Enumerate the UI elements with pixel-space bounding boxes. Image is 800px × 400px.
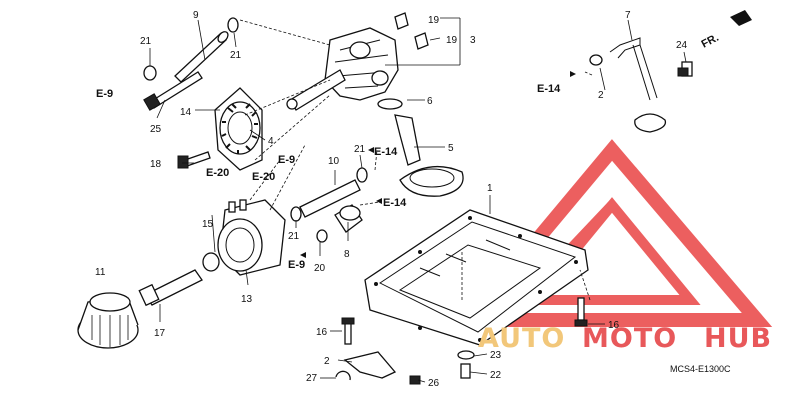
callout-24: 24 <box>676 40 688 51</box>
bolt-18 <box>177 151 211 169</box>
dashed-guides <box>239 19 593 301</box>
callout-1: 1 <box>487 183 493 194</box>
ref-e9: E-9 <box>96 88 113 100</box>
ref-e9: E-9 <box>288 259 305 271</box>
callout-4: 4 <box>268 136 274 147</box>
callout-26: 26 <box>428 378 440 389</box>
ref-e20: E-20 <box>206 167 229 179</box>
callout-2: 2 <box>324 356 330 367</box>
oil-strainer <box>377 98 464 197</box>
reference-codes: E-9 E-9 E-9 E-14 E-14 E-14 E-20 E-20 <box>96 71 576 271</box>
callout-20: 20 <box>314 263 326 274</box>
bolt-25 <box>143 71 203 111</box>
callout-numbers: 1 2 2 3 4 5 6 7 8 9 10 11 13 14 15 16 16… <box>95 10 688 389</box>
callout-9: 9 <box>193 10 199 21</box>
oil-pipe-7 <box>589 37 693 133</box>
callout-10: 10 <box>328 156 340 167</box>
callout-22: 22 <box>490 370 502 381</box>
callout-14: 14 <box>180 107 192 118</box>
callout-21: 21 <box>354 144 366 155</box>
callout-23: 23 <box>490 350 502 361</box>
oil-pump <box>286 12 429 111</box>
leader-lines <box>149 17 687 383</box>
callout-27: 27 <box>306 373 318 384</box>
ref-e14: E-14 <box>383 197 407 209</box>
callout-16: 16 <box>316 327 328 338</box>
callout-15: 15 <box>202 219 214 230</box>
callout-17: 17 <box>154 328 166 339</box>
spacer-8 <box>316 204 363 243</box>
callout-25: 25 <box>150 124 162 135</box>
watermark-wordmark: AUTO MOTO HUB <box>478 323 772 354</box>
ref-e14: E-14 <box>374 146 398 158</box>
oil-filter <box>77 292 139 349</box>
ref-e14: E-14 <box>537 83 561 95</box>
callout-5: 5 <box>448 143 454 154</box>
drive-chain <box>214 87 263 171</box>
fasteners <box>341 297 588 385</box>
watermark-word-2: MOTO <box>582 323 677 354</box>
shaft-9 <box>143 17 239 83</box>
callout-21: 21 <box>230 50 242 61</box>
oil-pan <box>364 209 589 346</box>
watermark-word-3: HUB <box>704 323 772 354</box>
callout-21: 21 <box>288 231 300 242</box>
callout-6: 6 <box>427 96 433 107</box>
callout-2: 2 <box>598 90 604 101</box>
callout-19: 19 <box>428 15 440 26</box>
callout-21: 21 <box>140 36 152 47</box>
front-direction-arrow: FR. <box>700 10 752 51</box>
callout-16: 16 <box>608 320 620 331</box>
ref-e20: E-20 <box>252 171 275 183</box>
callout-7: 7 <box>625 10 631 21</box>
ref-e9: E-9 <box>278 154 295 166</box>
callout-19: 19 <box>446 35 458 46</box>
pan-plate-2 <box>335 351 397 381</box>
callout-18: 18 <box>150 159 162 170</box>
callout-8: 8 <box>344 249 350 260</box>
diagram-code: MCS4-E1300C <box>670 364 731 374</box>
oil-pump-drive-sprocket <box>202 199 286 276</box>
watermark-word-1: AUTO <box>478 323 565 354</box>
callout-13: 13 <box>241 294 253 305</box>
callout-11: 11 <box>95 267 106 278</box>
callout-3: 3 <box>470 35 476 46</box>
oil-filter-center-bolt <box>138 269 203 307</box>
front-label: FR. <box>700 32 721 51</box>
